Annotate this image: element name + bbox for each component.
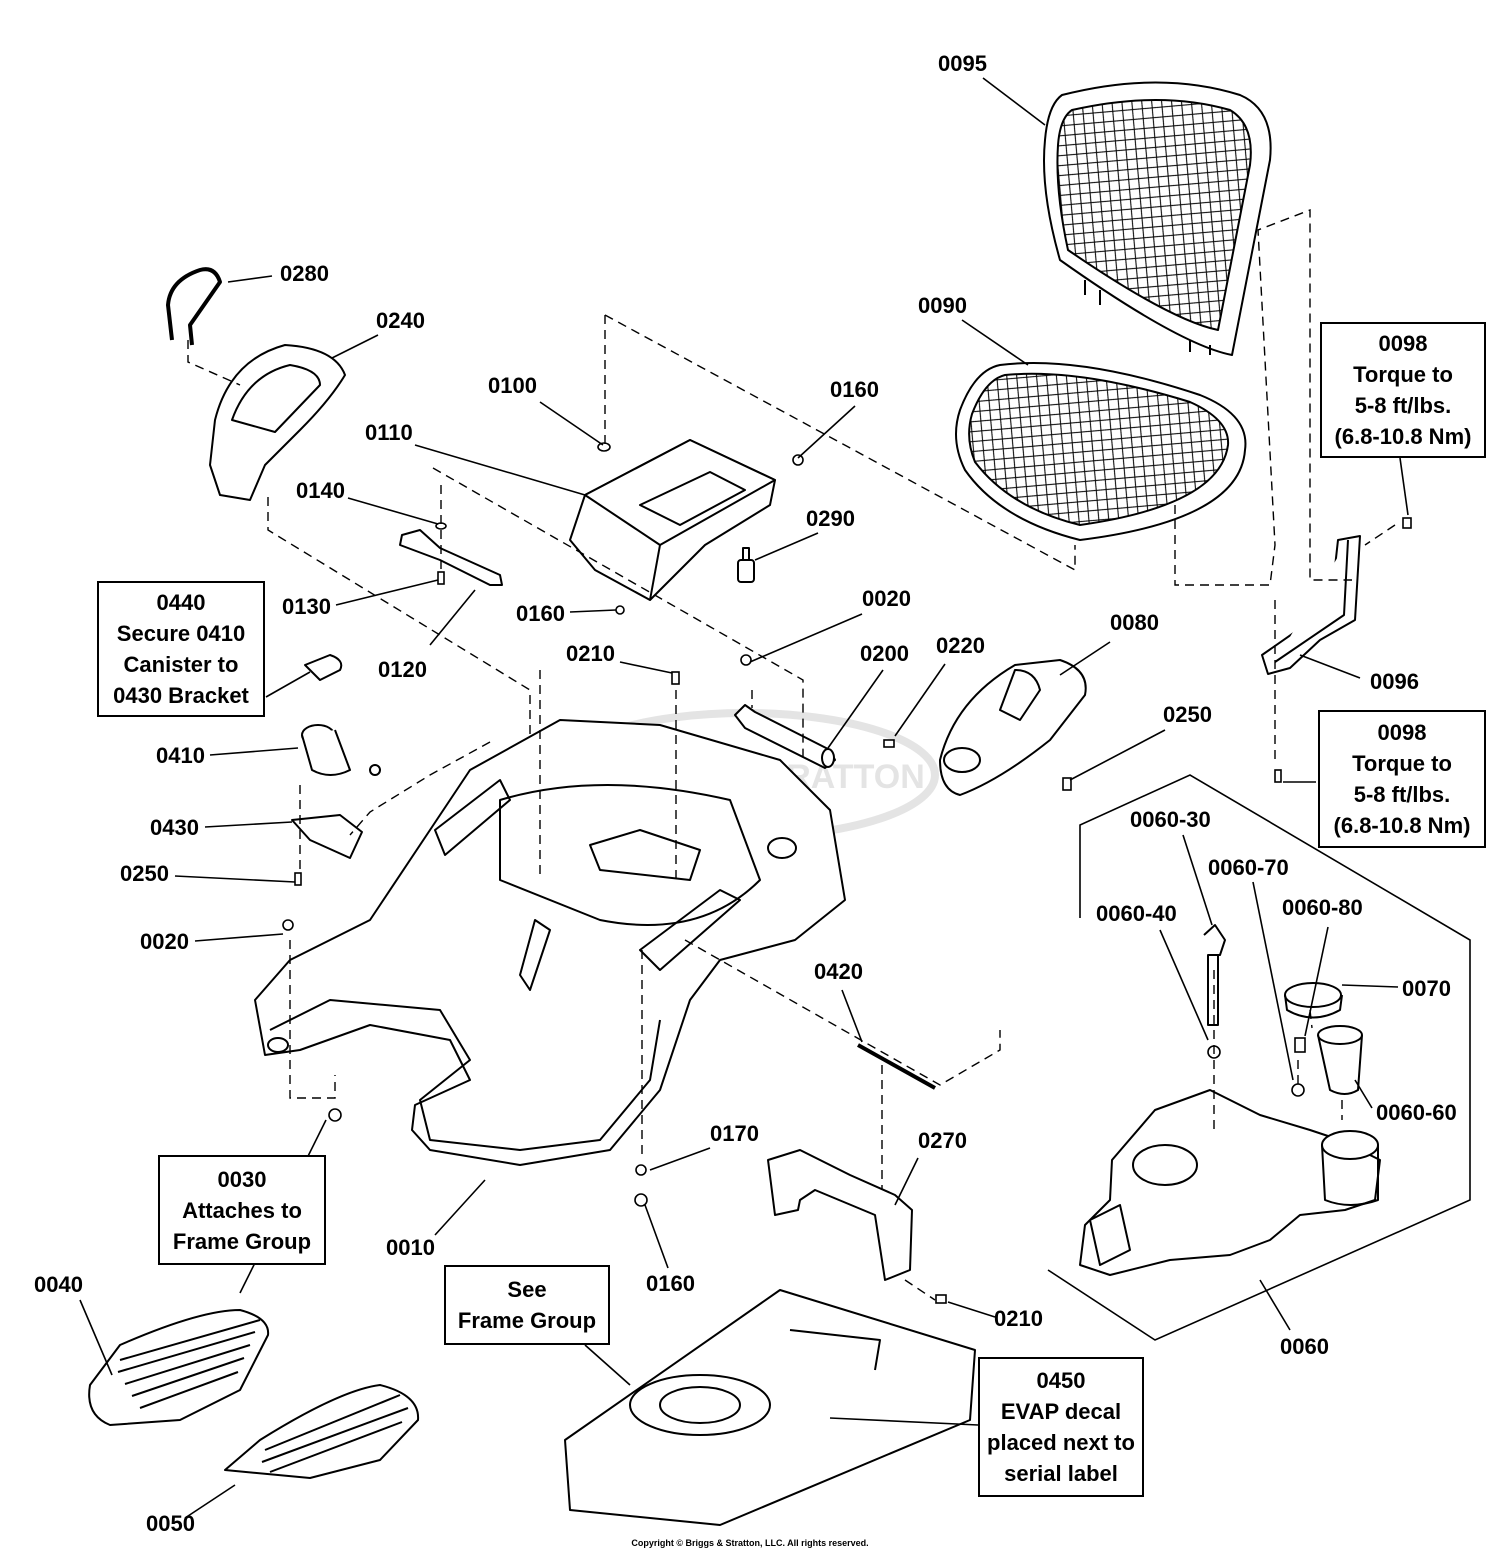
label-0250-left: 0250	[120, 861, 169, 886]
fuel-cap-part	[1284, 982, 1343, 1019]
canister-part	[301, 724, 381, 776]
leader-lines	[79, 77, 1409, 1519]
seat-bracket-part	[1261, 535, 1361, 675]
label-0160-top: 0160	[830, 377, 879, 402]
label-0160-bottom: 0160	[646, 1271, 695, 1296]
label-0210-bottom: 0210	[994, 1306, 1043, 1331]
canister-bracket-part	[291, 814, 363, 859]
foot-mat-right-part	[224, 1384, 420, 1479]
label-0420: 0420	[814, 959, 863, 984]
foot-mat-left-part	[88, 1309, 270, 1426]
label-0060-80: 0060-80	[1282, 895, 1363, 920]
label-0096: 0096	[1370, 669, 1419, 694]
rod-part	[857, 1043, 936, 1090]
lever-wire-part	[166, 267, 222, 346]
note-0440-line2: Secure 0410	[116, 621, 246, 646]
note-0098-bottom-line2: Torque to	[1352, 751, 1452, 776]
label-0095: 0095	[938, 51, 987, 76]
label-0410: 0410	[156, 743, 205, 768]
label-0270: 0270	[918, 1128, 967, 1153]
note-0440-line1: 0440	[156, 590, 206, 615]
note-0098-bottom-line1: 0098	[1377, 720, 1427, 745]
label-0140: 0140	[296, 478, 345, 503]
label-0430: 0430	[150, 815, 199, 840]
note-0098-bottom: 0098 Torque to 5-8 ft/lbs. (6.8-10.8 Nm)	[1318, 710, 1486, 848]
seat-bottom-part	[955, 362, 1247, 541]
part-labels: 0095 0280 0240 0090 0100 0160 0110 0140 …	[34, 51, 1457, 1536]
label-0110: 0110	[365, 420, 413, 445]
label-0090: 0090	[918, 293, 967, 318]
label-0010: 0010	[386, 1235, 435, 1260]
note-see-frame-group: See Frame Group	[444, 1265, 610, 1345]
note-0098-top-line4: (6.8-10.8 Nm)	[1334, 424, 1472, 449]
note-0098-top-line2: Torque to	[1353, 362, 1453, 387]
label-0060-40: 0060-40	[1096, 901, 1177, 926]
knob-housing-part	[209, 344, 346, 501]
fuel-group-outline	[1047, 774, 1471, 1341]
label-0060-30: 0060-30	[1130, 807, 1211, 832]
fender-body-part	[254, 719, 846, 1166]
copyright-notice: Copyright © Briggs & Stratton, LLC. All …	[631, 1538, 869, 1548]
bumper-part	[737, 547, 755, 583]
label-0250-right: 0250	[1163, 702, 1212, 727]
label-0160-mid: 0160	[516, 601, 565, 626]
assembly-lines	[187, 208, 1396, 1301]
note-0030-line1: 0030	[217, 1166, 267, 1192]
label-0200: 0200	[860, 641, 909, 666]
note-0030: 0030 Attaches to Frame Group	[158, 1155, 326, 1265]
label-0210-top: 0210	[566, 641, 615, 666]
label-0040: 0040	[34, 1272, 83, 1297]
note-0030-line3: Frame Group	[172, 1228, 312, 1254]
label-0060-70: 0060-70	[1208, 855, 1289, 880]
seat-pan-part	[569, 439, 776, 601]
label-0070: 0070	[1402, 976, 1451, 1001]
pivot-bracket-part	[734, 704, 836, 769]
label-0220: 0220	[936, 633, 985, 658]
mount-bracket-part	[767, 1149, 913, 1281]
strap-part	[304, 654, 343, 681]
label-0100: 0100	[488, 373, 537, 398]
spring-bracket-part	[399, 529, 503, 586]
filler-neck-part	[1317, 1025, 1363, 1095]
label-0130: 0130	[282, 594, 331, 619]
note-0450-line3: placed next to	[987, 1430, 1135, 1455]
label-0080: 0080	[1110, 610, 1159, 635]
note-0440-line3: Canister to	[123, 652, 239, 677]
note-0098-bottom-line4: (6.8-10.8 Nm)	[1333, 813, 1471, 838]
label-0280: 0280	[280, 261, 329, 286]
note-see-frame-group-line1: See	[507, 1277, 547, 1302]
label-0060: 0060	[1280, 1334, 1329, 1359]
note-0440-line4: 0430 Bracket	[113, 683, 249, 708]
seat-back-part	[1043, 81, 1272, 356]
note-0098-top-line3: 5-8 ft/lbs.	[1354, 393, 1452, 418]
frame-part	[564, 1289, 976, 1526]
note-0098-bottom-line3: 5-8 ft/lbs.	[1353, 782, 1451, 807]
label-0240: 0240	[376, 308, 425, 333]
label-0060-60: 0060-60	[1376, 1100, 1457, 1125]
console-part	[939, 659, 1087, 796]
label-0170: 0170	[710, 1121, 759, 1146]
note-0440: 0440 Secure 0410 Canister to 0430 Bracke…	[97, 581, 265, 717]
note-0450-line4: serial label	[1004, 1461, 1118, 1486]
fuel-tank-part	[1079, 1089, 1381, 1276]
note-0450-line1: 0450	[1036, 1368, 1086, 1393]
label-0020-top: 0020	[862, 586, 911, 611]
note-0098-top: 0098 Torque to 5-8 ft/lbs. (6.8-10.8 Nm)	[1320, 322, 1486, 458]
note-0450-line2: EVAP decal	[1000, 1399, 1122, 1424]
label-0050: 0050	[146, 1511, 195, 1536]
label-0290: 0290	[806, 506, 855, 531]
label-0120: 0120	[378, 657, 427, 682]
note-0450: 0450 EVAP decal placed next to serial la…	[978, 1357, 1144, 1497]
label-0020-left: 0020	[140, 929, 189, 954]
vent-tube-part	[1203, 924, 1226, 1026]
note-0098-top-line1: 0098	[1378, 331, 1428, 356]
note-0030-line2: Attaches to	[182, 1197, 302, 1223]
note-see-frame-group-line2: Frame Group	[457, 1308, 597, 1333]
